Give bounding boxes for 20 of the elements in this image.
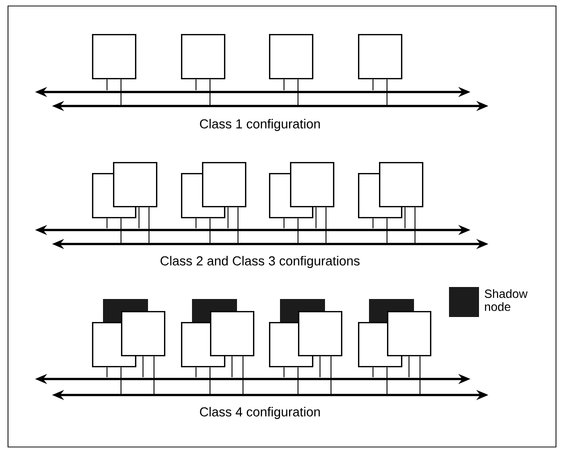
caption: Class 4 configuration	[200, 406, 320, 420]
legend-text: Shadow node	[484, 289, 528, 311]
shadow-node-box	[280, 298, 325, 322]
shadow-node-box	[369, 298, 414, 322]
node-box	[202, 162, 246, 208]
node-box	[269, 34, 314, 80]
node-box	[181, 34, 226, 80]
node-box	[92, 34, 136, 80]
node-box	[210, 310, 254, 356]
shadow-node-box	[192, 298, 237, 322]
node-box	[290, 162, 334, 208]
caption: Class 1 configuration	[200, 118, 320, 132]
shadow-node-box	[103, 298, 148, 322]
node-box	[121, 310, 166, 356]
node-box	[379, 162, 424, 208]
node-box	[298, 310, 342, 356]
node-box	[358, 34, 402, 80]
node-box	[113, 162, 158, 208]
node-box	[387, 310, 432, 356]
caption: Class 2 and Class 3 configurations	[160, 256, 360, 268]
